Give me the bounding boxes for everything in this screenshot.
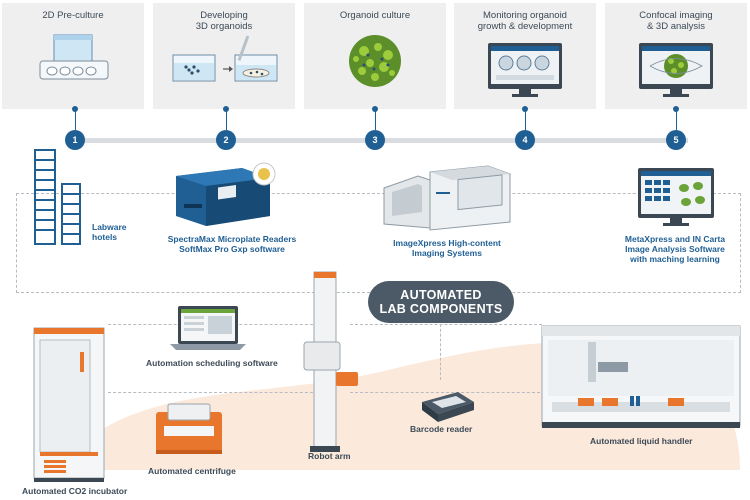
spectramax-label: SpectraMax Microplate Readers SoftMax Pr…: [167, 234, 297, 254]
step-number-badge: 1: [65, 130, 85, 150]
connection-line: [108, 392, 318, 393]
step-number-badge: 2: [216, 130, 236, 150]
step-number-badge: 5: [666, 130, 686, 150]
robot-arm-icon: [303, 271, 358, 452]
incubator-label: Automated CO2 incubator: [22, 486, 128, 496]
microplate-reader-icon: [176, 162, 276, 226]
step-number-badge: 4: [515, 130, 535, 150]
labware-hotels-label: Labware hotels: [92, 222, 127, 242]
step-card-4: Monitoring organoid growth & development: [454, 3, 596, 109]
labware-hotel-icon: [34, 149, 81, 245]
step-card-1: 2D Pre-culture: [2, 3, 144, 109]
step-title: Organoid culture: [339, 10, 411, 21]
connection-line: [350, 324, 542, 325]
step-dot: [372, 106, 378, 112]
organoid-sphere-icon: [349, 35, 401, 87]
step-connector: [75, 110, 76, 130]
step-connector: [375, 110, 376, 130]
liquid-handler-label: Automated liquid handler: [590, 436, 693, 446]
centrifuge-icon: [156, 403, 222, 454]
step-title: Confocal imaging & 3D analysis: [639, 10, 713, 32]
connection-line: [350, 392, 540, 393]
automated-lab-components-badge: AUTOMATED LAB COMPONENTS: [368, 281, 514, 323]
metaxpress-monitor-icon: [638, 168, 714, 226]
step-dot: [223, 106, 229, 112]
step-card-5: Confocal imaging & 3D analysis: [605, 3, 747, 109]
organoid-wells-icon: [172, 35, 278, 82]
co2-incubator-icon: [33, 327, 105, 482]
scheduling-software-label: Automation scheduling software: [146, 358, 278, 368]
centrifuge-label: Automated centrifuge: [148, 466, 236, 476]
step-card-3: Organoid culture: [304, 3, 446, 109]
confocal-monitor-icon: [639, 43, 713, 97]
step-number-badge: 3: [365, 130, 385, 150]
step-connector: [676, 110, 677, 130]
monitor-icon: [488, 43, 562, 97]
well-plate-icon: [39, 34, 109, 80]
liquid-handler-icon: [541, 325, 741, 428]
step-card-2: Developing 3D organoids: [153, 3, 295, 109]
robot-arm-label: Robot arm: [308, 451, 351, 461]
step-connector: [226, 110, 227, 130]
imagexpress-system-icon: [383, 165, 511, 231]
connection-line: [440, 324, 441, 380]
step-dot: [522, 106, 528, 112]
step-connector: [525, 110, 526, 130]
step-dot: [673, 106, 679, 112]
imagexpress-label: ImageXpress High-content Imaging Systems: [393, 238, 501, 258]
barcode-reader-label: Barcode reader: [410, 424, 473, 434]
step-title: 2D Pre-culture: [42, 10, 104, 21]
step-title: Developing 3D organoids: [195, 10, 253, 32]
step-dot: [72, 106, 78, 112]
step-title: Monitoring organoid growth & development: [477, 10, 573, 32]
scheduling-laptop-icon: [170, 306, 246, 350]
metaxpress-label: MetaXpress and IN Carta Image Analysis S…: [624, 234, 726, 264]
barcode-reader-icon: [422, 392, 474, 422]
